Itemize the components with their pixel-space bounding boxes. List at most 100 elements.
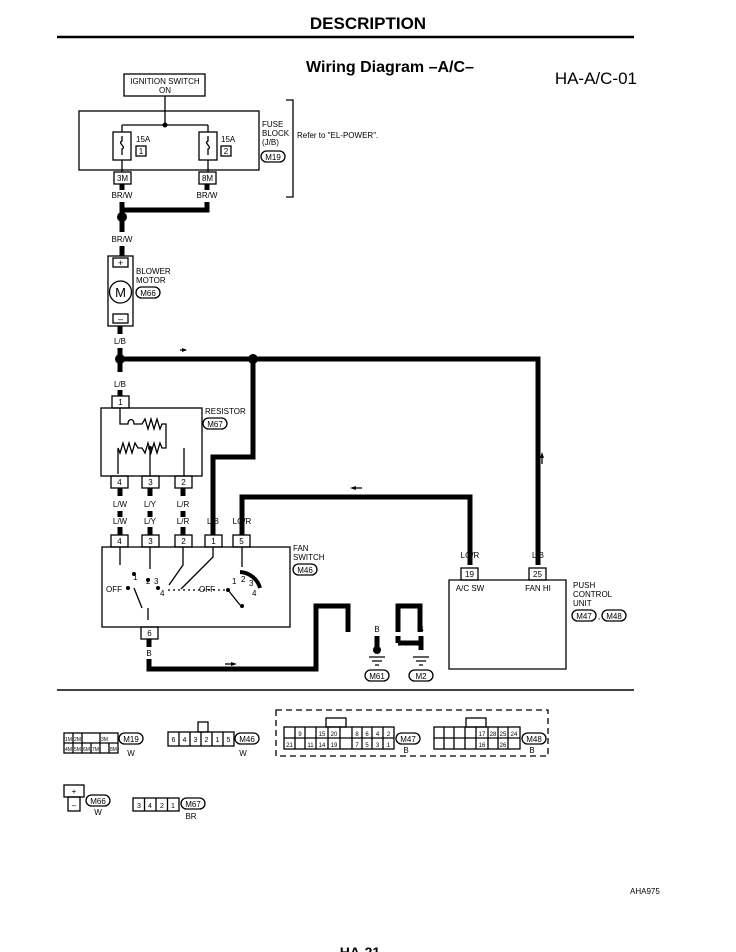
fs-left-2: 2 xyxy=(146,577,151,586)
m47-pin-21: 21 xyxy=(286,743,293,749)
m67-pin-b: 4 xyxy=(148,803,152,810)
blower-motor-symbol xyxy=(108,280,133,304)
m66-plus: + xyxy=(72,787,77,796)
fs-bottom-wire: B xyxy=(146,649,151,658)
ground-wire-1 xyxy=(146,603,351,672)
fuse-2-amp: 15A xyxy=(221,135,236,144)
fs-wire-3: L/R xyxy=(177,517,190,526)
ac-sw-wire xyxy=(239,494,473,565)
m47-pin-1: 1 xyxy=(387,743,391,749)
ground-wire-label-3: B xyxy=(418,625,423,634)
m46-pin-e: 1 xyxy=(216,737,220,744)
fs-pin-4: 4 xyxy=(117,537,122,546)
footer-code: AHA975 xyxy=(630,887,660,896)
pcu-connector-m48: M48 xyxy=(606,612,622,621)
resistor-coil xyxy=(117,408,167,474)
fuse-1-amp: 15A xyxy=(136,135,151,144)
resistor-pin-4: 4 xyxy=(117,478,122,487)
ignition-switch-label: IGNITION SWITCH xyxy=(130,77,200,86)
fuse-block-label-1: FUSE xyxy=(262,120,283,129)
pcu-label-3: UNIT xyxy=(573,599,592,608)
feed-splice xyxy=(117,212,127,222)
ground-wire-label-1: B xyxy=(374,625,379,634)
connector-view-m48: 17 28 25 24 16 26 M48 B xyxy=(433,717,547,755)
fan-hi-wire xyxy=(120,356,541,565)
connector-view-m66: + – M66 W xyxy=(63,784,111,817)
m47-pin-5: 5 xyxy=(365,743,369,749)
m46-color: W xyxy=(239,749,247,758)
ground-m61: M61 xyxy=(369,672,385,681)
resistor-wire-lr: L/R xyxy=(177,500,190,509)
pcu-connector-m47: M47 xyxy=(576,612,592,621)
m67-pin-a: 3 xyxy=(137,803,141,810)
fs-right-2: 2 xyxy=(241,575,246,584)
connector-view-m46: 6 4 3 2 1 5 M46 W xyxy=(167,721,260,758)
m48-pin-16: 16 xyxy=(479,743,486,749)
m48-pin-24: 24 xyxy=(511,732,518,738)
pcu-pin-19: 19 xyxy=(465,570,474,579)
blower-out-wire: L/B xyxy=(114,337,126,346)
m19-pin-7m: 7M xyxy=(92,747,99,753)
m67-pin-d: 1 xyxy=(171,803,175,810)
m47-pin-7: 7 xyxy=(355,743,359,749)
resistor-box xyxy=(100,407,203,477)
fs-right-arc xyxy=(239,570,262,589)
resistor-in-wire: L/B xyxy=(114,380,126,389)
pcu-sep: , xyxy=(598,612,600,621)
fuse-block-bracket xyxy=(286,99,294,198)
connector-view-m67: 3 4 2 1 M67 BR xyxy=(132,797,206,821)
blower-plus: + xyxy=(118,258,123,268)
connector-view-m19: 1M 2M 3M 4M 5M 6M 7M 8M M19 W xyxy=(63,732,144,758)
fan-switch-label-2: SWITCH xyxy=(293,553,325,562)
blower-connector: M66 xyxy=(140,289,156,298)
m48-name: M48 xyxy=(526,735,542,744)
pcu-wire-19: LG/R xyxy=(461,551,480,560)
fuse-1-number: 1 xyxy=(139,147,144,156)
m47-name: M47 xyxy=(400,735,416,744)
m19-color: W xyxy=(127,749,135,758)
fuse-block-connector: M19 xyxy=(265,153,281,162)
fs-pin-6: 6 xyxy=(147,629,152,638)
fs-wire-5: LG/R xyxy=(233,517,252,526)
flow-arrow-2 xyxy=(540,452,544,458)
pcu-wire-25: L/B xyxy=(532,551,544,560)
fuse-block-note: Refer to "EL-POWER". xyxy=(297,131,378,140)
ground-m2: M2 xyxy=(415,672,427,681)
m19-pin-2m: 2M xyxy=(74,737,81,743)
fuse-2-number: 2 xyxy=(224,147,229,156)
m19-pin-5m: 5M xyxy=(74,747,81,753)
page-number: HA-21 xyxy=(340,944,381,952)
feed-wire-2 xyxy=(122,202,210,213)
m46-pin-a: 6 xyxy=(172,737,176,744)
m67-color: BR xyxy=(185,812,196,821)
resistor-pin-1: 1 xyxy=(118,398,123,407)
joined-wire: BR/W xyxy=(112,235,133,244)
fs-wire-4: L/B xyxy=(207,517,219,526)
blower-motor-m: M xyxy=(115,285,126,300)
m48-color: B xyxy=(529,746,534,755)
diagram-code: HA-A/C-01 xyxy=(555,69,637,88)
fs-pin-5: 5 xyxy=(239,537,244,546)
ground-wire-2 xyxy=(395,603,423,632)
m47-pin-2: 2 xyxy=(387,732,391,738)
m46-pin-b: 4 xyxy=(183,737,187,744)
push-control-box xyxy=(448,579,567,670)
section-title: DESCRIPTION xyxy=(310,14,426,33)
fuse-2-pin: 8M xyxy=(202,174,213,183)
m47-pin-3: 3 xyxy=(376,743,380,749)
resistor-pin-3: 3 xyxy=(148,478,153,487)
fuse-1-element xyxy=(119,136,125,155)
resistor-wire-ly: L/Y xyxy=(144,500,157,509)
flow-arrow-3 xyxy=(350,486,356,490)
m19-pin-8m: 8M xyxy=(110,747,117,753)
pcu-pin-25-name: FAN HI xyxy=(525,584,551,593)
m46-pin-f: 5 xyxy=(227,737,231,744)
fs-pin-1: 1 xyxy=(211,537,216,546)
ground-symbol-2 xyxy=(413,656,429,666)
m48-pin-28: 28 xyxy=(490,732,497,738)
m67-pin-c: 2 xyxy=(160,803,164,810)
m47-pin-14: 14 xyxy=(319,743,326,749)
diagram-title: Wiring Diagram –A/C– xyxy=(306,59,474,76)
m67-name: M67 xyxy=(185,800,201,809)
